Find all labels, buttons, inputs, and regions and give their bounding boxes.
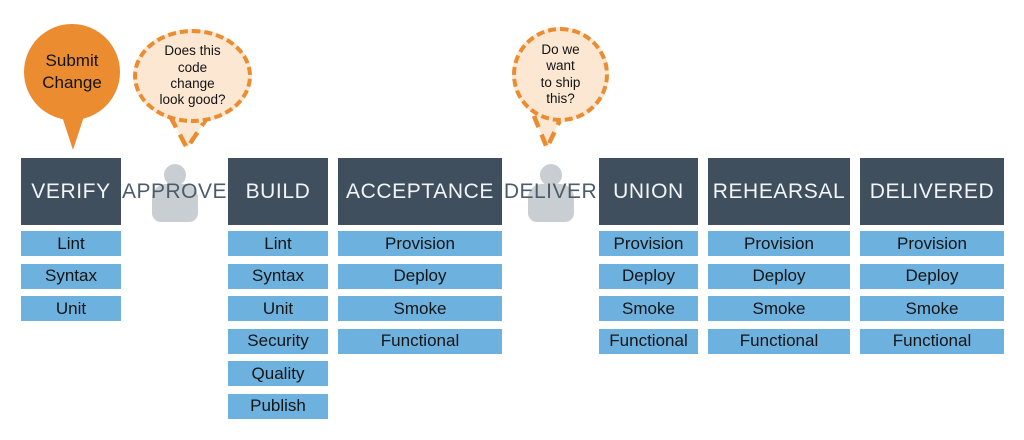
stage-item: Syntax [21,263,121,289]
person-icon [151,164,198,222]
stage-item: Unit [21,296,121,321]
stage-item: Smoke [860,296,1004,321]
stage-items-acceptance: Provision Deploy Smoke Functional [338,231,502,354]
stage-items-build: Lint Syntax Unit Security Quality Publis… [228,231,328,419]
stage-item: Quality [228,361,328,386]
stage-verify: VERIFY Lint Syntax Unit [21,158,121,321]
stage-item: Provision [708,231,850,256]
gate-label-deliver: DELIVER [503,179,598,203]
stage-build: BUILD Lint Syntax Unit Security Quality … [228,158,328,419]
stage-item: Functional [708,328,850,354]
stage-item: Security [228,328,328,354]
stage-rehearsal: REHEARSAL Provision Deploy Smoke Functio… [708,158,850,354]
stage-header-union: UNION [599,158,698,225]
stage-acceptance: ACCEPTANCE Provision Deploy Smoke Functi… [338,158,502,354]
stage-item: Smoke [599,296,698,321]
gate-label-approve: APPROVE [121,179,228,203]
submit-change-text: Change [42,73,102,92]
stage-item: Functional [599,328,698,354]
stage-item: Provision [338,231,502,256]
question-bubble-line: change [170,76,215,91]
stage-union: UNION Provision Deploy Smoke Functional [599,158,698,354]
stage-items-union: Provision Deploy Smoke Functional [599,231,698,354]
question-bubble-deliver: Do we want to ship this? [512,27,609,122]
stage-item: Smoke [708,296,850,321]
person-icon-head [163,164,186,186]
stage-item: Smoke [338,296,502,321]
gate-deliver: DELIVER [502,158,599,225]
stage-header-acceptance: ACCEPTANCE [338,158,502,225]
stage-item: Deploy [860,263,1004,289]
question-bubble-line: to ship [540,74,581,90]
stage-item: Deploy [599,263,698,289]
question-bubble-line: want [546,58,575,74]
stage-items-verify: Lint Syntax Unit [21,231,121,321]
stage-items-rehearsal: Provision Deploy Smoke Functional [708,231,850,354]
stage-item: Functional [338,328,502,354]
stage-header-rehearsal: REHEARSAL [708,158,850,225]
stage-item: Syntax [228,263,328,289]
stage-item: Lint [21,231,121,256]
person-icon-head [539,164,562,186]
stage-item: Functional [860,328,1004,354]
question-bubble-line: look good? [159,92,226,108]
stage-item: Provision [860,231,1004,256]
stage-header-build: BUILD [228,158,328,225]
stage-item: Deploy [338,263,502,289]
person-icon-body [151,184,198,222]
stage-item: Publish [228,393,328,419]
question-bubble-approve: Does this code change look good? [133,29,252,123]
stage-item: Lint [228,231,328,256]
stage-items-delivered: Provision Deploy Smoke Functional [860,231,1004,354]
submit-change-text: Submit [45,50,99,70]
question-bubble-line: code [177,59,208,75]
question-bubble-line: Do we [541,41,580,57]
stage-header-delivered: DELIVERED [860,158,1004,225]
submit-change-balloon: Submit Change [24,24,120,120]
question-bubble-line: this? [546,90,575,106]
stage-item: Deploy [708,263,850,289]
question-bubble-tail [168,114,209,153]
person-icon [527,164,574,222]
stage-header-verify: VERIFY [21,158,121,225]
gate-approve: APPROVE [121,158,228,225]
stage-delivered: DELIVERED Provision Deploy Smoke Functio… [860,158,1004,354]
stage-item: Provision [599,231,698,256]
stage-item: Unit [228,296,328,321]
question-bubble-line: Does this [164,43,221,59]
person-icon-body [527,184,574,222]
question-bubble-tail [531,115,564,154]
